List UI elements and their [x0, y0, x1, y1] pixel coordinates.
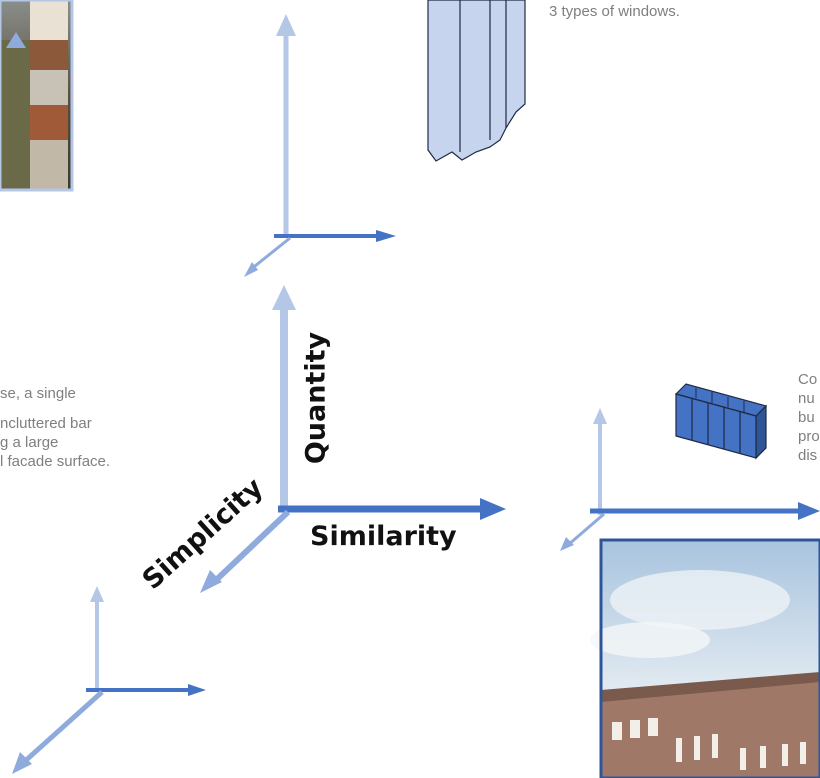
repeated-blocks-3d: [674, 383, 768, 460]
caption-top-right: 3 types of windows.: [549, 3, 680, 20]
axis-set-main: [200, 285, 506, 593]
caption-left-line: ncluttered bar: [0, 415, 92, 432]
caption-left-line: g a large: [0, 434, 59, 451]
building-photo-bottom-right: [590, 538, 820, 778]
caption-right: Co nu bu pro dis: [798, 370, 820, 465]
axis-label-quantity: Quantity: [300, 331, 332, 465]
caption-right-line: dis: [798, 447, 818, 464]
caption-left-line: se, a single: [0, 385, 76, 402]
axis-label-similarity: Similarity: [310, 521, 457, 552]
building-photo-top-left: [0, 0, 74, 192]
caption-right-line: bu: [798, 409, 815, 426]
caption-right-line: Co: [798, 371, 818, 388]
axis-set-bottom-left: [12, 586, 206, 774]
axis-set-top: [244, 14, 396, 277]
caption-left-line: [0, 403, 110, 414]
axis-set-right: [560, 408, 820, 551]
caption-left: se, a single ncluttered bar g a large l …: [0, 384, 110, 471]
caption-left-line: l facade surface.: [0, 453, 111, 470]
window-shape-3d: [427, 0, 526, 162]
caption-right-line: pro: [798, 428, 820, 445]
caption-right-line: nu: [798, 390, 815, 407]
